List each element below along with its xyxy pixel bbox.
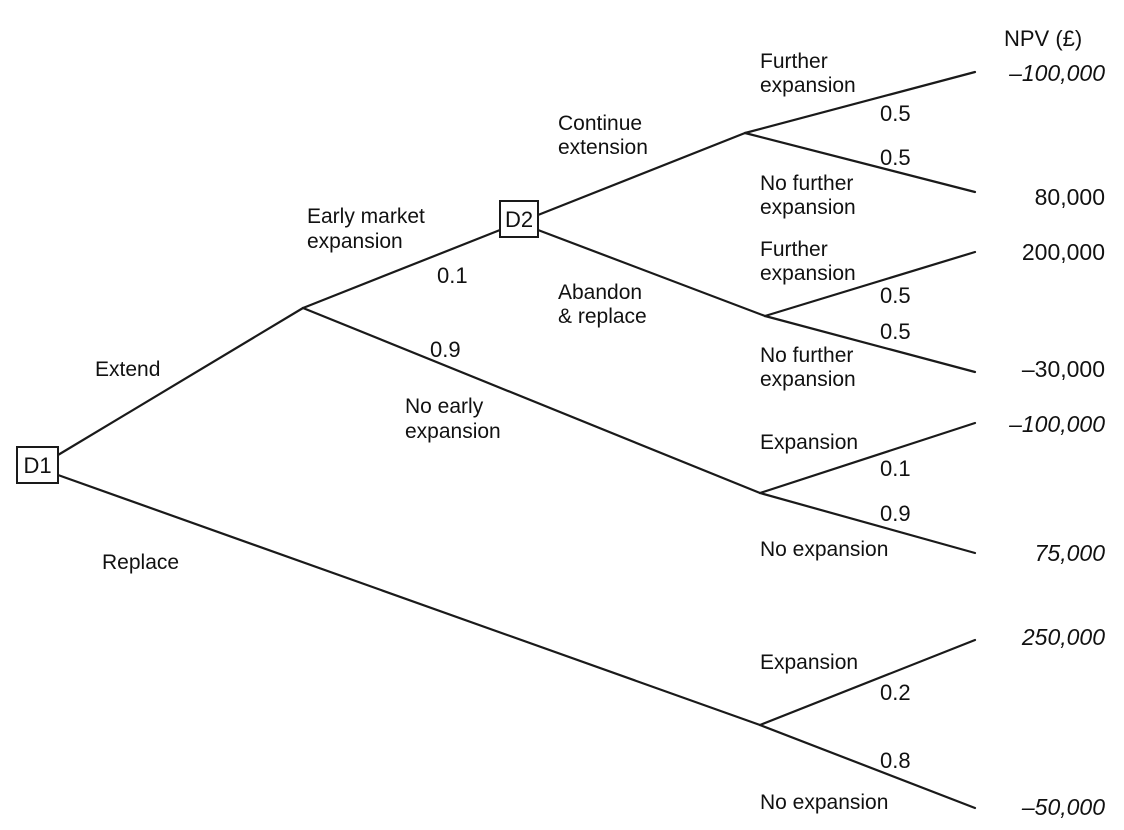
npv-outcome-2: 80,000 [1035, 184, 1105, 210]
branch-abandon-replace [536, 228, 767, 318]
prob-no-early: 0.9 [430, 337, 461, 362]
label-early-market-expansion-1: Early market [307, 205, 425, 228]
label-abandon-replace-1: Abandon [558, 281, 642, 304]
branch-further-expansion-2 [763, 250, 977, 318]
branch-expansion-3 [758, 421, 977, 495]
decision-node-d1: D1 [16, 446, 59, 484]
prob-early: 0.1 [437, 263, 468, 288]
prob-aband-no-further: 0.5 [880, 319, 911, 344]
label-no-early-expansion-2: expansion [405, 420, 501, 443]
label-extend: Extend [95, 358, 160, 381]
label-no-further-expansion-1a: No further [760, 172, 853, 195]
label-abandon-replace-2: & replace [558, 305, 647, 328]
npv-outcome-5: –100,000 [1008, 411, 1105, 437]
node-label-d2: D2 [505, 207, 533, 232]
label-no-further-expansion-2b: expansion [760, 368, 856, 391]
prob-cont-no-further: 0.5 [880, 145, 911, 170]
prob-noearly-exp: 0.1 [880, 456, 911, 481]
label-further-expansion-2b: expansion [760, 262, 856, 285]
decision-node-d2: D2 [499, 200, 539, 238]
branch-no-further-expansion-1 [743, 131, 977, 194]
npv-outcome-1: –100,000 [1008, 60, 1105, 86]
node-label-d1: D1 [23, 453, 51, 478]
branch-early-market-expansion [301, 228, 502, 310]
label-early-market-expansion-2: expansion [307, 230, 403, 253]
prob-replace-exp: 0.2 [880, 680, 911, 705]
label-further-expansion-1b: expansion [760, 74, 856, 97]
label-continue-extension-1: Continue [558, 112, 642, 135]
branch-no-early-expansion [301, 306, 762, 495]
label-expansion-3: Expansion [760, 431, 858, 454]
label-no-further-expansion-2a: No further [760, 344, 853, 367]
label-no-further-expansion-1b: expansion [760, 196, 856, 219]
label-further-expansion-2a: Further [760, 238, 828, 261]
npv-outcome-3: 200,000 [1022, 239, 1105, 265]
prob-noearly-noexp: 0.9 [880, 501, 911, 526]
label-no-expansion-4: No expansion [760, 791, 888, 814]
branch-no-further-expansion-2 [763, 314, 977, 374]
prob-replace-noexp: 0.8 [880, 748, 911, 773]
label-replace: Replace [102, 551, 179, 574]
branch-no-expansion-3 [758, 491, 977, 555]
npv-header: NPV (£) [1004, 26, 1082, 51]
label-further-expansion-1a: Further [760, 50, 828, 73]
npv-outcome-6: 75,000 [1035, 540, 1106, 566]
label-no-expansion-3: No expansion [760, 538, 888, 561]
branch-no-expansion-4 [758, 723, 977, 810]
branch-further-expansion-1 [743, 70, 977, 135]
label-continue-extension-2: extension [558, 136, 648, 159]
branch-extend [56, 306, 305, 457]
prob-aband-further: 0.5 [880, 283, 911, 308]
branch-expansion-4 [758, 638, 977, 727]
prob-cont-further: 0.5 [880, 101, 911, 126]
branch-continue-extension [536, 131, 747, 217]
npv-outcome-4: –30,000 [1022, 356, 1105, 382]
npv-outcome-8: –50,000 [1021, 794, 1105, 820]
branch-replace [56, 473, 762, 727]
npv-outcome-7: 250,000 [1021, 624, 1105, 650]
label-no-early-expansion-1: No early [405, 395, 484, 418]
label-expansion-4: Expansion [760, 651, 858, 674]
